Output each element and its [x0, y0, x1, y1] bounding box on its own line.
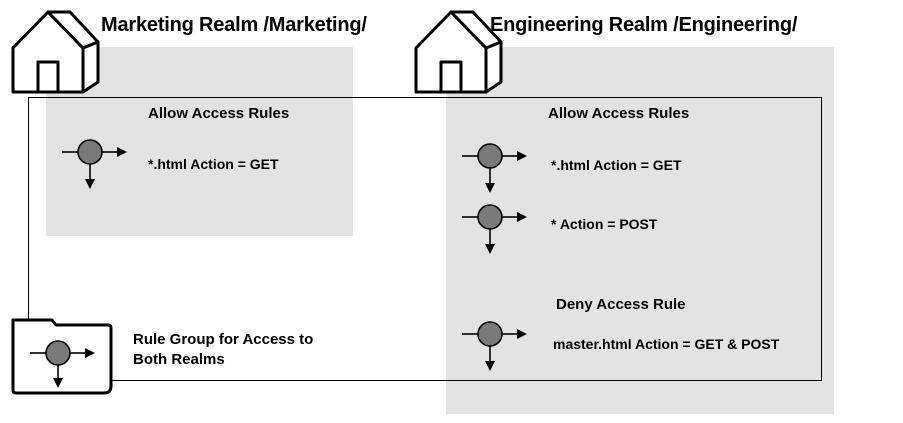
engineering-realm-panel [446, 47, 834, 414]
engineering-realm-title: Engineering Realm /Engineering/ [490, 14, 798, 36]
engineering-allow-heading: Allow Access Rules [548, 105, 690, 122]
rule-node-icon [462, 204, 527, 254]
rule-group-outline [28, 97, 822, 381]
house-icon [11, 10, 100, 94]
rule-group-label-line-2: Both Realms [133, 351, 225, 368]
house-icon [414, 10, 503, 94]
marketing-realm-title: Marketing Realm /Marketing/ [101, 14, 367, 36]
folder-rule-icon [11, 318, 113, 395]
rule-node-icon [462, 321, 527, 371]
rule-node-icon [462, 143, 527, 193]
rule-group-label: Rule Group for Access to Both Realms [133, 330, 313, 370]
rule-group-label-line-1: Rule Group for Access to [133, 331, 314, 348]
engineering-deny-rule-1: master.html Action = GET & POST [553, 336, 780, 352]
marketing-allow-heading: Allow Access Rules [148, 105, 290, 122]
engineering-allow-rule-1: *.html Action = GET [551, 157, 682, 173]
marketing-rule-1: *.html Action = GET [148, 156, 279, 172]
rule-node-icon [62, 139, 127, 189]
engineering-allow-rule-2: * Action = POST [551, 216, 658, 232]
engineering-deny-heading: Deny Access Rule [556, 296, 686, 313]
